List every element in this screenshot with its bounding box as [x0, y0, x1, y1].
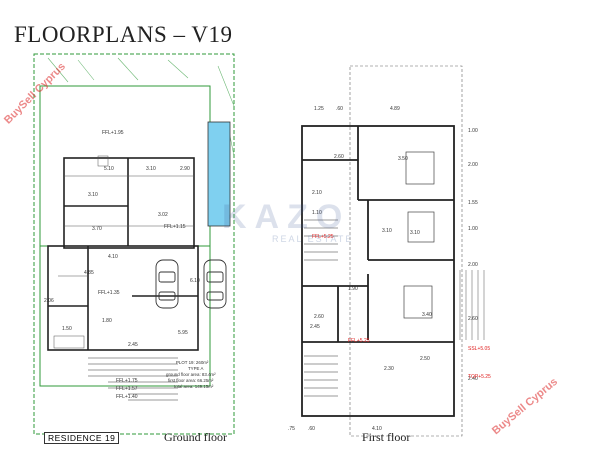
page-title: FLOORPLANS – V19: [14, 22, 233, 47]
residence-label: RESIDENCE 19: [44, 432, 120, 444]
first-dim: 2.60: [314, 314, 324, 320]
level-marker: FFL+1.57: [116, 386, 138, 392]
svg-text:total area: 149.15m²: total area: 149.15m²: [174, 384, 214, 389]
first-dim: 2.10: [312, 190, 322, 196]
balcony-hatch: [453, 270, 485, 340]
first-dim: 2.45: [310, 324, 320, 330]
first-dim: 2.60: [334, 154, 344, 160]
level-marker: FFL+5.25: [312, 234, 334, 240]
plot-outline: [349, 65, 463, 437]
ground-floor-plan: 5.10 3.10 2.90 3.10 3.02 3.70 4.85 4.10 …: [33, 53, 235, 435]
ground-dim: 1.80: [102, 318, 112, 324]
entry-steps: [88, 357, 178, 401]
brand-watermark-sub: REAL ESTATE: [272, 234, 354, 244]
ground-dim: 3.70: [92, 226, 102, 232]
first-dim: 3.50: [398, 156, 408, 162]
first-dim-top: .60: [336, 106, 343, 112]
ground-dim: 4.10: [108, 254, 118, 260]
level-marker: FFL+1.15: [164, 224, 186, 230]
first-dim: 1.90: [348, 286, 358, 292]
first-dim-right: 2.00: [468, 262, 478, 268]
first-dim-top: 4.89: [390, 106, 400, 112]
first-dim-bottom: 4.10: [372, 426, 382, 432]
level-marker: FFL+5.25: [348, 338, 370, 344]
ground-dim: 4.85: [84, 270, 94, 276]
first-dim: 3.40: [422, 312, 432, 318]
first-dim-right: 2.00: [468, 162, 478, 168]
ground-dim: 2.06: [44, 298, 54, 304]
first-dim: 1.10: [312, 210, 322, 216]
first-floor-plan: 1.25 .60 4.89 2.60 3.50 3.10 3.10 2.45 2…: [288, 65, 491, 437]
first-dim: 3.10: [382, 228, 392, 234]
ground-dim: 6.10: [190, 278, 200, 284]
ground-dim-top-1: 5.10: [104, 166, 114, 172]
first-dim: 2.30: [384, 366, 394, 372]
level-marker: SSL+5.05: [468, 346, 490, 352]
first-dim-right: 2.40: [468, 376, 478, 382]
level-marker: FFL+1.40: [116, 394, 138, 400]
ground-dim: 3.10: [88, 192, 98, 198]
level-marker: FFL+1.75: [116, 378, 138, 384]
car-right: [203, 259, 227, 309]
svg-text:ground floor area: 83.4m²: ground floor area: 83.4m²: [166, 372, 216, 377]
ground-dim: 2.45: [128, 342, 138, 348]
first-dim: 2.50: [420, 356, 430, 362]
first-dim-right: 2.60: [468, 316, 478, 322]
svg-text:TYPE A: TYPE A: [188, 366, 203, 371]
first-dim-right: 1.55: [468, 200, 478, 206]
level-marker: FFL+1.95: [102, 130, 124, 136]
ground-dim: 1.50: [62, 326, 72, 332]
first-dim-bottom: .60: [308, 426, 315, 432]
first-floor-caption: First floor: [362, 430, 411, 444]
brand-watermark: KAZO: [222, 198, 351, 236]
interior-lines: [53, 155, 194, 349]
ground-dim: 3.02: [158, 212, 168, 218]
ground-dim: 5.95: [178, 330, 188, 336]
svg-text:first floor area: 66.25m²: first floor area: 66.25m²: [168, 378, 214, 383]
pool: [207, 121, 231, 227]
walls: [47, 157, 199, 351]
first-dim: 3.10: [410, 230, 420, 236]
plot-info: PLOT 19: 260m² TYPE A ground floor area:…: [166, 360, 216, 389]
level-marker: TOP+5.25: [468, 374, 491, 380]
bed-icon: [403, 151, 435, 319]
walls: [301, 125, 455, 417]
ground-floor-caption: Ground floor: [164, 430, 227, 444]
first-dim-top: 1.25: [314, 106, 324, 112]
first-dim-right: 1.00: [468, 226, 478, 232]
ground-dim-top-2: 3.10: [146, 166, 156, 172]
first-dim-right: 1.00: [468, 128, 478, 134]
garden-hatch: [47, 57, 235, 157]
ground-dim-top-3: 2.90: [180, 166, 190, 172]
staircase: [304, 219, 338, 397]
svg-text:PLOT 19: 260m²: PLOT 19: 260m²: [176, 360, 209, 365]
first-dim-bottom: .75: [288, 426, 295, 432]
car-left: [155, 259, 179, 309]
level-marker: FFL+1.35: [98, 290, 120, 296]
